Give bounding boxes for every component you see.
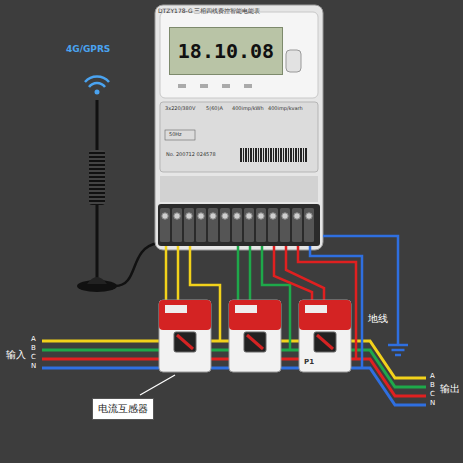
ct-wire [286,246,324,300]
indicator-led [222,84,230,88]
terminal-screw [282,213,288,219]
barcode [240,148,308,162]
terminal-screw [210,213,216,219]
antenna-label: 4G/GPRS [66,45,110,55]
ct-wire [177,246,180,300]
nameplate-text: No. 200712 024578 [166,152,216,158]
rating-box [165,130,195,140]
antenna-coil [89,150,105,205]
wire-label: C [31,354,36,362]
callout-box: 电流互感器 [92,398,154,420]
terminal [304,208,314,242]
antenna-cable [115,243,158,286]
current-transformer [229,300,281,372]
terminal-screw [258,213,264,219]
wire-label: 输入 [6,349,26,360]
terminal [292,208,302,242]
ct-wire [249,246,252,300]
wire-label: N [430,400,435,408]
meter-housing: DTZY178-G 三相四线费控智能电能表 18.10.08 [155,5,323,250]
meter-button [286,50,301,72]
wire-label: B [430,382,435,390]
terminal-screw [222,213,228,219]
ct-wire [237,246,240,300]
terminal [244,208,254,242]
terminal [280,208,290,242]
display-reading: 18.10.08 [178,40,274,63]
terminals [160,208,314,242]
antenna [77,77,158,292]
terminal-block [158,204,320,246]
terminal-screw [246,213,252,219]
terminal-screw [198,213,204,219]
meter-body [155,5,323,250]
terminal-screw [306,213,312,219]
wire-label: C [430,391,435,399]
terminal-screw [294,213,300,219]
meter-lower-panel [160,176,318,202]
nameplate-text: 400imp/kvarh [268,106,303,112]
terminal-screw [270,213,276,219]
current-transformers [159,300,351,372]
current-transformer [159,300,211,372]
terminal [184,208,194,242]
callout-text: 电流互感器 [97,403,149,415]
ground-symbol [388,345,408,355]
terminal [196,208,206,242]
nameplate-text: 5(60)A [206,106,223,112]
wire-label: A [31,336,36,344]
indicator-led [244,84,252,88]
terminal [160,208,170,242]
terminal [232,208,242,242]
wire-label: N [31,363,36,371]
terminal-mark: P1 [304,359,314,367]
signal-dot [95,90,100,95]
indicator-led [200,84,208,88]
model-title: DTZY178-G 三相四线费控智能电能表 [158,8,320,15]
nameplate-text: 3x220/380V [165,106,195,112]
terminal [172,208,182,242]
terminal-screw [162,213,168,219]
antenna-base [87,277,107,284]
nameplate [160,102,318,172]
wire-label: 地线 [368,314,388,324]
nameplate-text: 50Hz [169,132,182,138]
ct-wire [165,246,168,300]
indicator-led [178,84,186,88]
wire-label: 输出 [440,384,460,394]
meter-face [160,12,318,98]
leader-line [140,375,175,395]
terminal-screw [174,213,180,219]
nameplate-text: 400imp/kWh [232,106,264,112]
terminal [208,208,218,242]
lcd-display: 18.10.08 [169,27,283,75]
terminal-screw [186,213,192,219]
terminal-screw [234,213,240,219]
terminal [268,208,278,242]
meter-housing [155,5,323,250]
wire-label: B [31,345,36,353]
signal-arc [85,77,109,82]
wire-label: A [430,373,435,381]
terminal [220,208,230,242]
terminal [256,208,266,242]
signal-arc [89,83,105,87]
current-transformer [299,300,351,372]
